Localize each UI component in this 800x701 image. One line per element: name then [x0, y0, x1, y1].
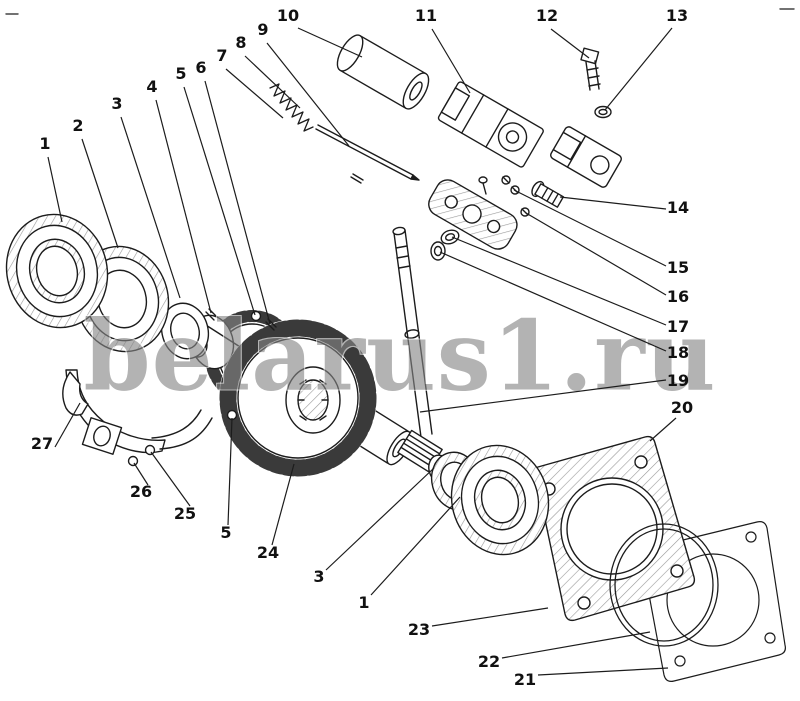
- leader-line-1: [47, 156, 63, 223]
- part-push-rod: [315, 124, 420, 184]
- part-washer-13: [594, 105, 612, 119]
- part-cylinder-bushing: [336, 34, 430, 110]
- part-spring: [269, 83, 314, 132]
- leader-line-18: [439, 251, 667, 352]
- part-bearing-housing-plate: [532, 435, 696, 622]
- leader-line-10: [297, 27, 363, 58]
- leader-line-14: [559, 196, 667, 210]
- leader-line-15: [513, 189, 667, 267]
- leader-line-12: [550, 28, 590, 59]
- part-seal-ring: [609, 523, 719, 647]
- corner-marks: [5, 8, 795, 15]
- leader-line-3: [120, 116, 181, 299]
- leader-line-4: [155, 99, 212, 314]
- leader-line-19: [419, 379, 667, 413]
- leader-line-8: [244, 55, 301, 109]
- leader-line-24: [271, 463, 295, 546]
- leader-line-17: [451, 236, 667, 326]
- leader-line-1: [370, 496, 461, 596]
- part-main-gear: [219, 319, 377, 477]
- leader-line-3: [325, 467, 435, 571]
- leader-line-23: [431, 607, 549, 627]
- part-ring-17: [440, 229, 460, 245]
- leader-line-22: [501, 631, 651, 659]
- leader-line-11: [431, 28, 471, 94]
- leader-line-16: [525, 212, 667, 296]
- leader-line-5: [183, 86, 256, 316]
- part-shift-fork: [62, 369, 213, 467]
- part-bolt-12: [580, 47, 601, 91]
- leader-line-7: [225, 68, 284, 119]
- part-lock-plate: [428, 179, 518, 250]
- part-spacer-collar: [160, 302, 210, 360]
- part-bearing-lower: [450, 444, 550, 556]
- leader-line-2: [81, 138, 119, 249]
- leader-line-9: [266, 42, 350, 147]
- leader-line-25: [150, 451, 191, 507]
- part-bearing-1: [5, 213, 109, 329]
- part-clamp-bracket: [550, 126, 622, 188]
- part-drive-shaft: [392, 226, 433, 438]
- leader-line-26: [133, 462, 149, 486]
- leader-line-6: [204, 80, 271, 325]
- part-bolt-14: [531, 180, 565, 208]
- leader-line-21: [537, 667, 669, 676]
- leader-line-5: [227, 417, 233, 526]
- part-ring-18: [430, 241, 446, 261]
- leader-line-13: [604, 27, 673, 111]
- leader-line-27: [54, 402, 81, 448]
- leader-line-20: [649, 417, 677, 442]
- part-valve-body: [437, 81, 544, 168]
